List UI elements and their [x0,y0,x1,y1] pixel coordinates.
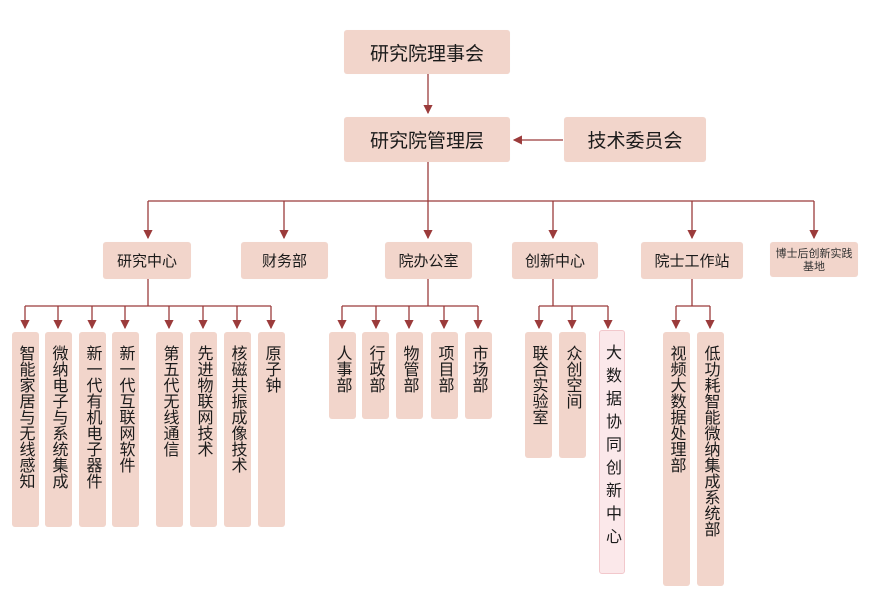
dept-label: 财务部 [261,252,307,270]
unit-label: 新一代有机电子器件 [83,345,103,489]
unit-label: 原子钟 [262,345,282,393]
research-unit: 新一代互联网软件 [112,332,139,527]
dept-label: 创新中心 [524,252,585,270]
tech-committee-box: 技术委员会 [564,117,706,162]
unit-label: 微纳电子与系统集成 [49,345,69,489]
dept-research-center: 研究中心 [103,242,191,279]
innovation-unit-highlight: 大数据协同创新中心 [599,330,625,574]
board-of-directors-label: 研究院理事会 [369,42,484,65]
research-unit: 第五代无线通信 [156,332,183,527]
research-unit: 先进物联网技术 [190,332,217,527]
dept-label: 院士工作站 [654,252,730,270]
unit-label: 项目部 [435,345,455,393]
office-unit: 物管部 [396,332,423,419]
research-unit: 原子钟 [258,332,285,527]
unit-label: 新一代互联网软件 [116,345,136,473]
academician-unit: 低功耗智能微纳集成系统部 [697,332,724,586]
unit-label: 先进物联网技术 [194,345,214,457]
tech-committee-label: 技术委员会 [587,130,683,152]
unit-label: 行政部 [366,345,386,393]
unit-label: 智能家居与无线感知 [16,345,36,489]
unit-label: 核磁共振成像技术 [228,345,248,473]
office-unit: 市场部 [465,332,492,419]
board-of-directors-box: 研究院理事会 [344,30,510,74]
academician-unit: 视频大数据处理部 [663,332,690,586]
unit-label: 人事部 [333,345,353,393]
office-unit: 行政部 [362,332,389,419]
research-unit: 智能家居与无线感知 [12,332,39,527]
innovation-unit: 众创空间 [559,332,586,458]
research-unit: 核磁共振成像技术 [224,332,251,527]
office-unit: 项目部 [431,332,458,419]
research-unit: 微纳电子与系统集成 [45,332,72,527]
dept-label: 院办公室 [398,252,459,270]
dept-postdoc-base: 博士后创新实践基地 [770,242,858,277]
dept-finance: 财务部 [241,242,328,279]
dept-office: 院办公室 [385,242,472,279]
dept-innovation-center: 创新中心 [512,242,598,279]
research-unit: 新一代有机电子器件 [79,332,106,527]
office-unit: 人事部 [329,332,356,419]
management-label: 研究院管理层 [369,130,484,152]
unit-label: 大数据协同创新中心 [603,344,622,551]
unit-label: 众创空间 [563,345,583,409]
unit-label: 市场部 [469,345,489,393]
dept-label: 博士后创新实践基地 [775,246,853,273]
unit-label: 低功耗智能微纳集成系统部 [701,345,721,537]
unit-label: 物管部 [400,345,420,393]
unit-label: 联合实验室 [529,345,549,425]
unit-label: 第五代无线通信 [160,345,180,457]
unit-label: 视频大数据处理部 [667,345,687,473]
dept-label: 研究中心 [116,252,177,270]
innovation-unit: 联合实验室 [525,332,552,458]
management-box: 研究院管理层 [344,117,510,162]
dept-academician-station: 院士工作站 [641,242,743,279]
